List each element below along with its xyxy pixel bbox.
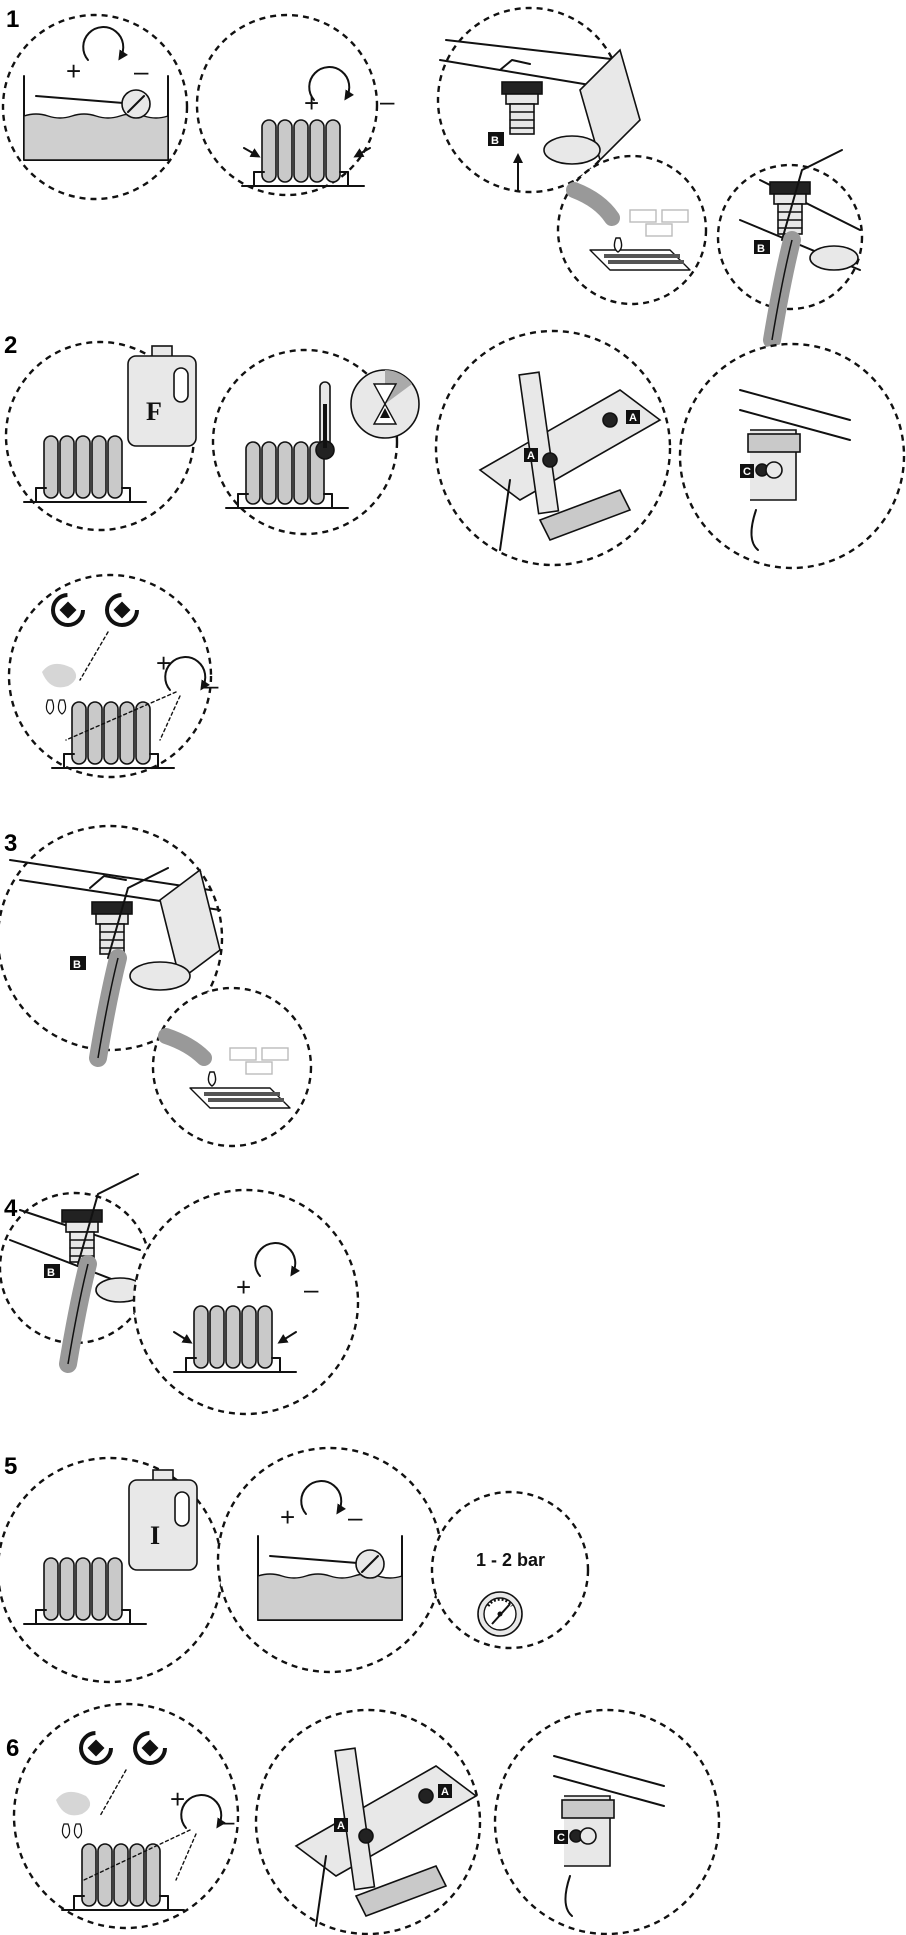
plus-symbol: + [236, 1272, 251, 1302]
step1-drain-outlet-panel [558, 156, 706, 304]
step6-bleed-valves-panel: A A [256, 1710, 480, 1934]
drain-plug-label: B [757, 243, 765, 255]
bleed-valve-label-a: A [337, 1820, 345, 1832]
minus-symbol: – [380, 86, 395, 116]
step2-return-valve-panel: C [680, 344, 904, 568]
step1-hose-attached-panel: B [718, 150, 862, 340]
step2-bleed-valves-panel: A A [436, 331, 670, 565]
step4-radiator-valves-panel: + – [134, 1190, 358, 1414]
drain-plug-label: B [73, 959, 81, 971]
pressure-gauge-icon [478, 1592, 522, 1636]
drain-plug-label: B [491, 135, 499, 147]
minus-symbol: – [348, 1502, 363, 1532]
plus-symbol: + [280, 1502, 295, 1532]
canister-icon [129, 1470, 197, 1570]
step6-bleed-radiator-panel: + – [14, 1704, 238, 1928]
step2-bleed-radiator-panel: + – [9, 575, 219, 777]
step1-radiator-valves-panel: + – [197, 15, 395, 195]
minus-symbol: – [204, 670, 219, 700]
step4-close-drain-panel: B [0, 1174, 150, 1364]
step3-drain-outlet-panel [153, 988, 311, 1146]
step5-inhibitor-additive-panel: I [0, 1458, 222, 1682]
return-valve-label: C [557, 1832, 565, 1844]
flush-additive-label: F [146, 397, 162, 426]
step5-pressure-panel: 1 - 2 bar [432, 1492, 588, 1648]
step2-heat-wait-panel [213, 350, 419, 534]
timer-icon [351, 370, 419, 438]
minus-symbol: – [134, 56, 149, 86]
inhibitor-additive-label: I [150, 1521, 160, 1550]
step6-return-valve-panel: C [495, 1710, 719, 1934]
plus-symbol: + [66, 56, 81, 86]
plus-symbol: + [156, 648, 171, 678]
return-valve-label: C [743, 466, 751, 478]
pressure-target-label: 1 - 2 bar [476, 1550, 545, 1570]
minus-symbol: – [220, 1806, 235, 1836]
bleed-valve-label-a: A [527, 450, 535, 462]
minus-symbol: – [304, 1274, 319, 1304]
step2-flush-additive-panel: F [6, 342, 196, 530]
step5-refill-tank-panel: + – [218, 1448, 442, 1672]
canister-icon [128, 346, 196, 446]
bleed-valve-label-a: A [629, 412, 637, 424]
drain-plug-label: B [47, 1267, 55, 1279]
step1-fill-tank-panel: + – [3, 15, 187, 199]
plus-symbol: + [304, 88, 319, 118]
bleed-valve-label-a: A [441, 1786, 449, 1798]
plus-symbol: + [170, 1784, 185, 1814]
